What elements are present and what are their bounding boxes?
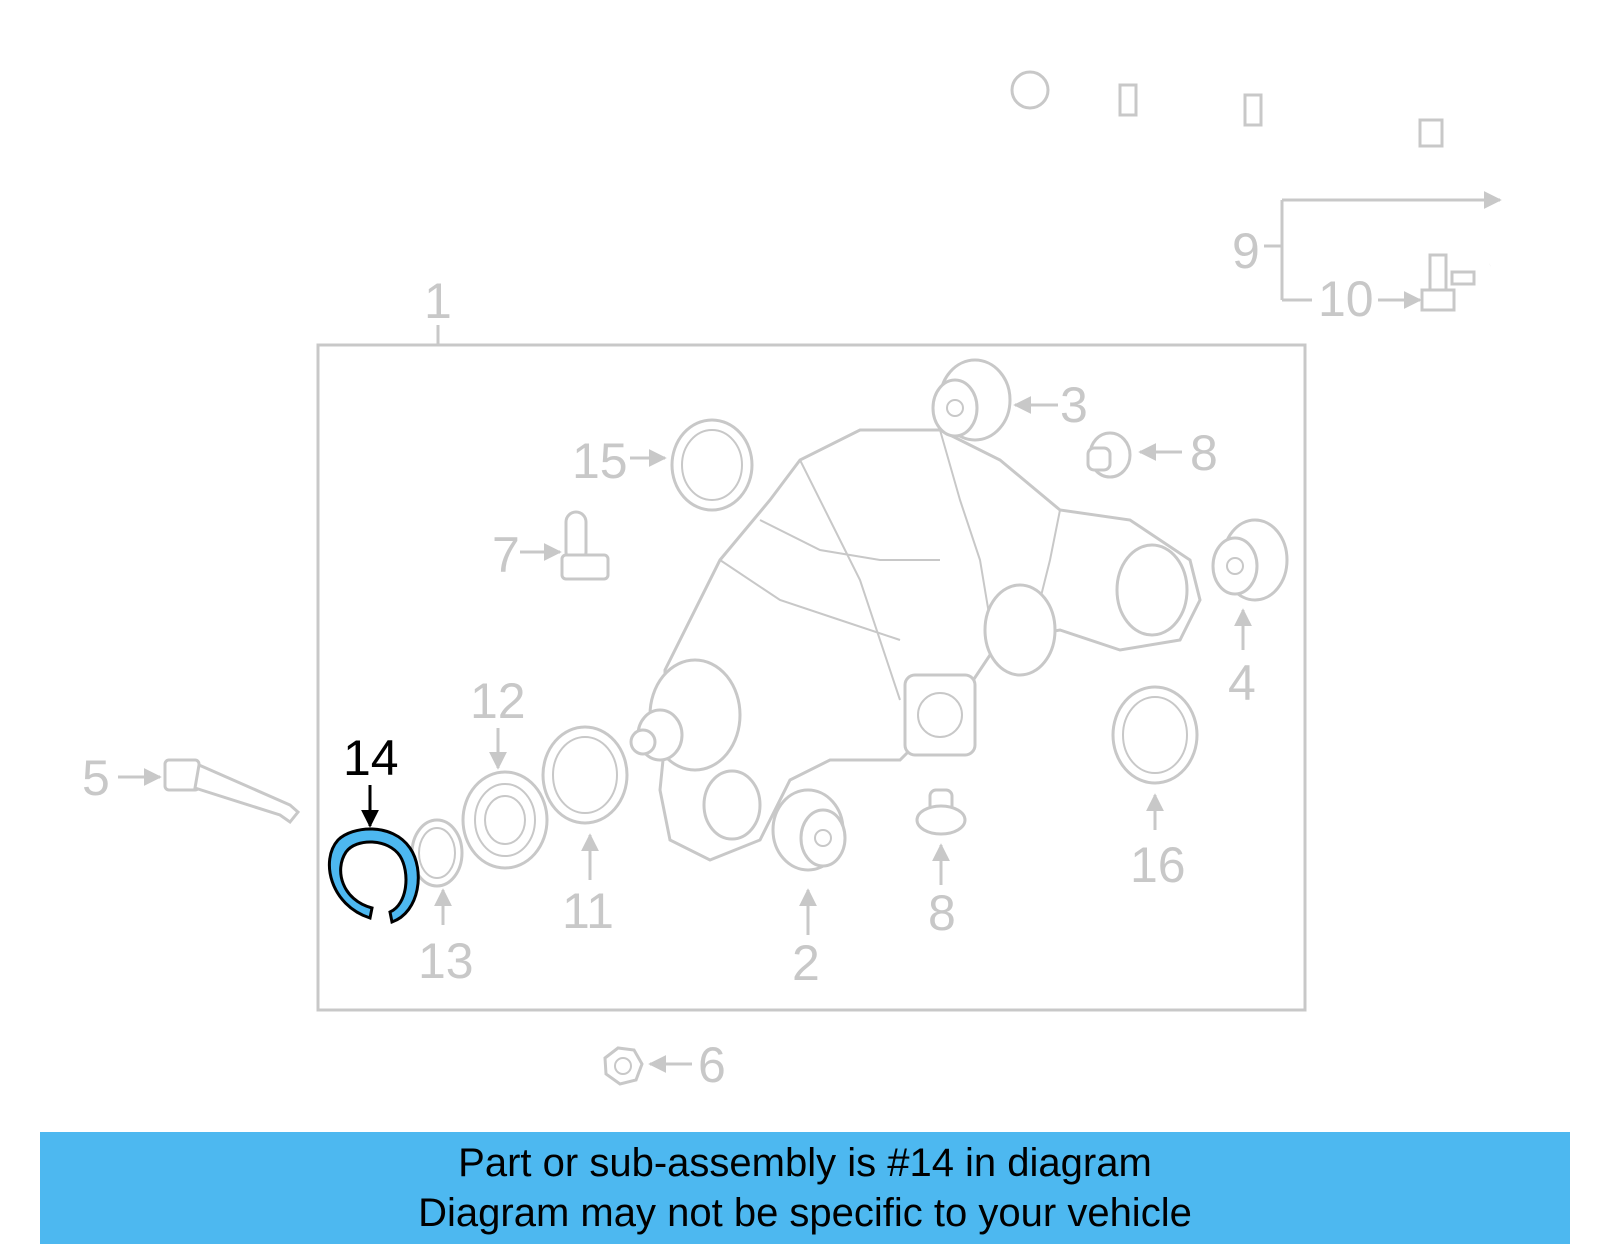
assembly-frame [316, 343, 1307, 1012]
callout-16[interactable]: 16 [1130, 837, 1186, 893]
seal-16[interactable] [1111, 685, 1199, 785]
callout-14[interactable]: 14 [343, 730, 399, 786]
seal-15[interactable] [670, 418, 754, 512]
caption-line-1: Part or sub-assembly is #14 in diagram [458, 1141, 1152, 1185]
plug-8-top[interactable] [1086, 431, 1132, 479]
differential-housing[interactable] [629, 428, 1202, 862]
plug-8-bottom[interactable] [915, 788, 967, 836]
sensor-7[interactable] [560, 510, 610, 581]
breather-hose[interactable] [1010, 70, 1519, 270]
callout-7[interactable]: 7 [492, 527, 520, 583]
callout-1[interactable]: 1 [424, 273, 452, 329]
bearing-12[interactable] [461, 770, 549, 870]
callout-4[interactable]: 4 [1228, 655, 1256, 711]
callout-5[interactable]: 5 [82, 750, 110, 806]
callout-11[interactable]: 11 [562, 883, 614, 939]
callout-13[interactable]: 13 [418, 933, 474, 989]
callout-8-top[interactable]: 8 [1190, 425, 1218, 481]
callout-8-bottom[interactable]: 8 [928, 885, 956, 941]
callout-9-bracket [1264, 191, 1502, 302]
bushing-2[interactable] [771, 788, 847, 872]
vent-fitting[interactable] [1420, 253, 1476, 312]
callout-12[interactable]: 12 [470, 673, 526, 729]
caption-banner: Part or sub-assembly is #14 in diagram D… [40, 1132, 1570, 1244]
callout-3[interactable]: 3 [1060, 377, 1088, 433]
bushing-4[interactable] [1211, 518, 1289, 602]
caption-line-2: Diagram may not be specific to your vehi… [418, 1191, 1192, 1235]
bushing-3[interactable] [931, 358, 1012, 442]
nut-6[interactable] [603, 1046, 644, 1086]
parts-diagram: 1 9 10 [82, 70, 1519, 1093]
callout-15[interactable]: 15 [572, 433, 628, 489]
snap-ring-14[interactable] [328, 827, 420, 924]
seal-11[interactable] [541, 725, 629, 825]
callout-2[interactable]: 2 [792, 935, 820, 991]
callout-9[interactable]: 9 [1232, 223, 1260, 279]
bolt-5[interactable] [163, 758, 301, 825]
callout-6[interactable]: 6 [698, 1037, 726, 1093]
callout-10[interactable]: 10 [1318, 271, 1374, 327]
